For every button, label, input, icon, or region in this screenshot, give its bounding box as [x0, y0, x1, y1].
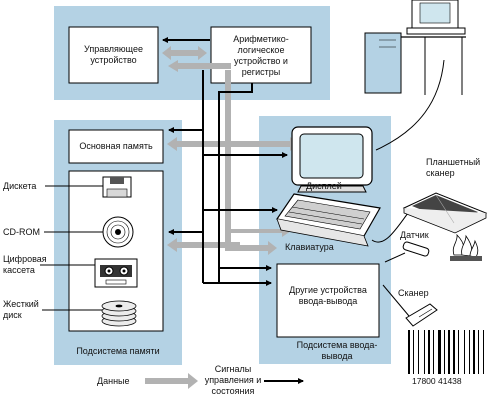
legend-data-label: Данные — [97, 376, 130, 386]
data-arrow-mainmem — [167, 137, 300, 151]
display-label: Дисплей — [306, 181, 342, 191]
sensor-label: Датчик — [400, 230, 429, 240]
main-memory-label: Основная память — [79, 141, 153, 151]
cd-rom-label: CD-ROM — [3, 227, 40, 237]
data-arrow-alu-bus — [168, 60, 231, 72]
hard-disk-label: Жесткий диск — [3, 299, 39, 320]
data-arrow-keyboard — [225, 225, 291, 237]
keyboard-label: Клавиатура — [285, 242, 334, 252]
data-arrow-cu-alu — [162, 46, 207, 60]
flatbed-scanner-icon — [402, 192, 488, 234]
desktop-computer-icon — [364, 0, 466, 95]
legend-signals-label: Сигналы управления и состояния — [204, 364, 262, 396]
floppy-disk-label: Дискета — [3, 181, 37, 191]
keyboard-icon — [275, 193, 381, 247]
flame-icon — [450, 233, 482, 261]
legend-data-arrow — [145, 373, 198, 389]
floppy-disk-icon — [102, 176, 132, 198]
barcode-icon — [408, 330, 484, 374]
alu-label: Арифметико-логическое устройство и регис… — [233, 34, 289, 77]
data-arrow-bus — [225, 70, 231, 250]
control-unit-label: Управляющее устройство — [84, 44, 143, 65]
control-unit-box — [68, 26, 159, 84]
alu-box — [210, 26, 312, 84]
cd-rom-icon — [102, 216, 134, 248]
barcode-number: 17800 41438 — [412, 376, 462, 386]
hard-disk-icon — [101, 300, 137, 327]
other-io-box — [276, 263, 380, 338]
other-io-label: Другие устройства ввода-вывода — [289, 285, 367, 306]
desktop-cable — [375, 59, 445, 151]
storage-leader-lines — [40, 185, 103, 311]
monitor-icon — [291, 126, 373, 193]
flatbed-scanner-label: Планшетный сканер — [426, 157, 481, 178]
digital-cassette-label: Цифровая кассета — [3, 254, 47, 275]
digital-cassette-icon — [94, 258, 138, 288]
memory-subsystem-label: Подсистема памяти — [76, 346, 160, 356]
scanner-label: Сканер — [398, 288, 429, 298]
io-subsystem-label: Подсистема ввода-вывода — [296, 340, 378, 361]
signal-arrows — [162, 37, 288, 286]
main-memory-box — [68, 129, 164, 164]
hand-scanner-icon — [382, 284, 438, 327]
signal-arrow-alu-bus — [218, 83, 253, 283]
data-arrow-other-io — [225, 241, 277, 255]
sensor-icon — [384, 241, 430, 263]
